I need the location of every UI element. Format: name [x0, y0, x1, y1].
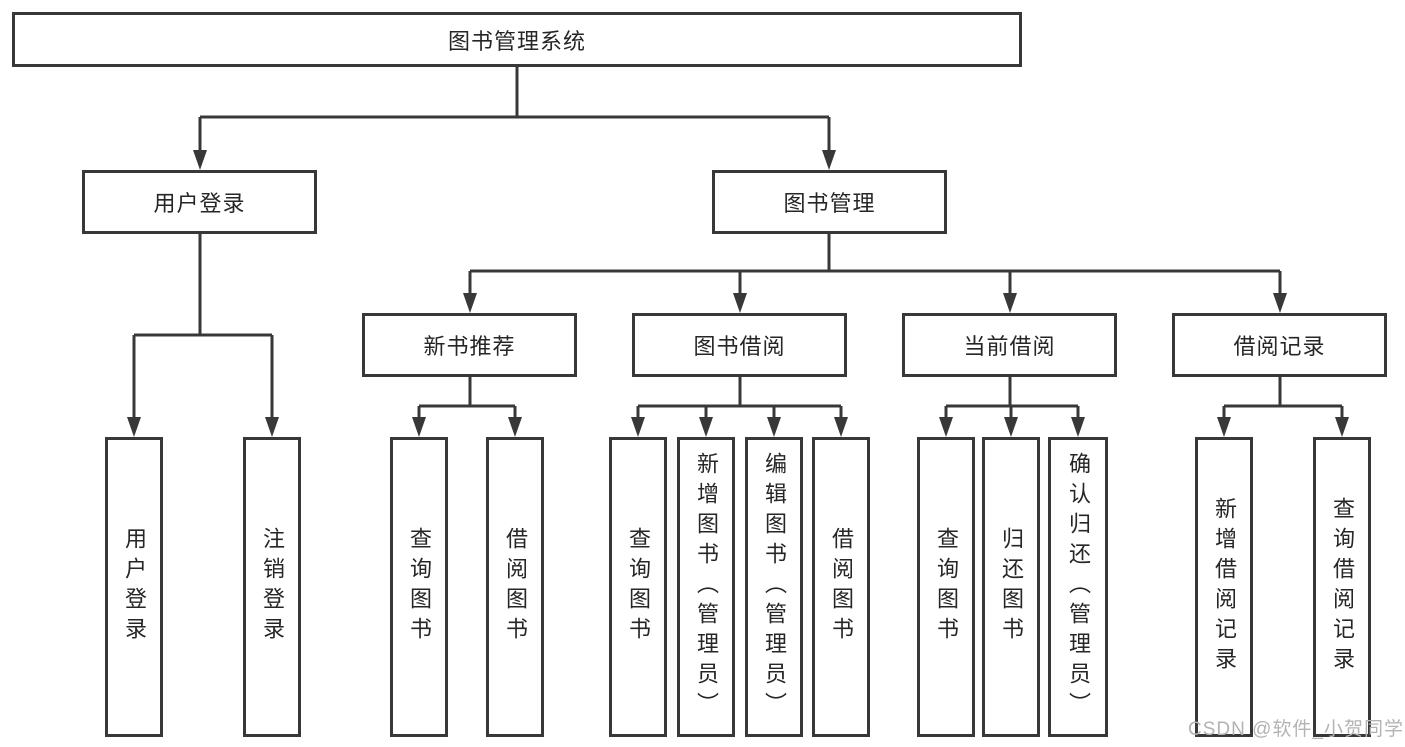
leaf-query-books-recommend: 查询图书: [390, 437, 448, 737]
node-label: 查询借阅记录: [1330, 497, 1355, 677]
node-label: 新增图书（管理员）: [694, 452, 719, 722]
node-label: 查询图书: [934, 527, 959, 647]
node-library-management-system: 图书管理系统: [12, 12, 1022, 67]
leaf-query-borrow-record: 查询借阅记录: [1313, 437, 1371, 737]
node-label: 新增借阅记录: [1212, 497, 1237, 677]
node-label: 注销登录: [260, 527, 285, 647]
node-label: 用户登录: [122, 527, 147, 647]
node-user-login: 用户登录: [82, 170, 317, 234]
leaf-query-books-current: 查询图书: [917, 437, 975, 737]
node-label: 图书借阅: [693, 334, 786, 359]
node-book-borrowing: 图书借阅: [632, 313, 847, 377]
leaf-borrow-books-borrow: 借阅图书: [812, 437, 870, 737]
leaf-user-login: 用户登录: [105, 437, 163, 737]
leaf-add-book-admin: 新增图书（管理员）: [677, 437, 735, 737]
leaf-add-borrow-record: 新增借阅记录: [1195, 437, 1253, 737]
node-label: 图书管理系统: [447, 28, 586, 54]
node-label: 确认归还（管理员）: [1066, 452, 1091, 722]
node-label: 借阅记录: [1233, 334, 1326, 359]
leaf-confirm-return-admin: 确认归还（管理员）: [1048, 437, 1108, 737]
node-label: 查询图书: [407, 527, 432, 647]
leaf-return-book: 归还图书: [982, 437, 1040, 737]
node-new-book-recommendation: 新书推荐: [362, 313, 577, 377]
node-label: 编辑图书（管理员）: [762, 452, 787, 722]
arrow-down-icons: [127, 150, 1349, 437]
node-label: 用户登录: [153, 191, 246, 216]
node-label: 借阅图书: [829, 527, 854, 647]
leaf-borrow-books-recommend: 借阅图书: [486, 437, 544, 737]
node-label: 新书推荐: [423, 334, 516, 359]
node-label: 查询图书: [626, 527, 651, 647]
node-label: 归还图书: [999, 527, 1024, 647]
node-current-borrowing: 当前借阅: [902, 313, 1117, 377]
node-label: 图书管理: [783, 191, 876, 216]
node-book-management: 图书管理: [712, 170, 947, 234]
node-label: 借阅图书: [503, 527, 528, 647]
leaf-query-books-borrow: 查询图书: [609, 437, 667, 737]
connector-segments: [132, 67, 1344, 418]
csdn-watermark: CSDN @软件_小贺同学: [1188, 719, 1404, 740]
leaf-edit-book-admin: 编辑图书（管理员）: [745, 437, 803, 737]
leaf-logout: 注销登录: [243, 437, 301, 737]
node-label: 当前借阅: [963, 334, 1056, 359]
node-borrowing-records: 借阅记录: [1172, 313, 1387, 377]
